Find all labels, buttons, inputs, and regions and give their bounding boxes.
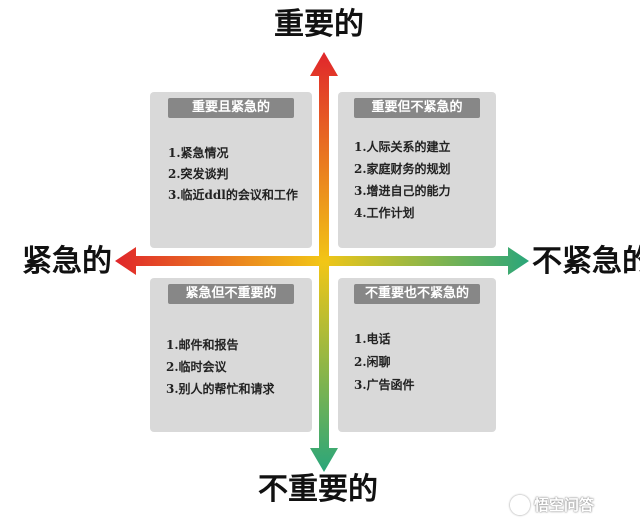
list-item: 2.闲聊 xyxy=(354,355,391,369)
list-item: 1.紧急情况 xyxy=(168,146,229,160)
list-item: 1.邮件和报告 xyxy=(166,338,239,352)
quadrant-item-list: 1.邮件和报告 2.临时会议 3.别人的帮忙和请求 xyxy=(166,336,275,402)
quadrant-title: 紧急但不重要的 xyxy=(168,284,294,304)
list-item: 3.临近ddl的会议和工作 xyxy=(168,188,298,202)
quadrant-important-not-urgent: 重要但不紧急的 1.人际关系的建立 2.家庭财务的规划 3.增进自己的能力 4.… xyxy=(338,92,496,248)
list-item: 2.临时会议 xyxy=(166,360,227,374)
list-item: 4.工作计划 xyxy=(354,206,415,220)
list-item: 3.广告函件 xyxy=(354,378,415,392)
list-item: 2.突发谈判 xyxy=(168,167,229,181)
axis-label-important: 重要的 xyxy=(274,7,364,42)
axis-label-not-urgent: 不紧急的 xyxy=(532,244,640,279)
list-item: 1.电话 xyxy=(354,332,391,346)
quadrant-item-list: 1.电话 2.闲聊 3.广告函件 xyxy=(354,330,415,399)
list-item: 2.家庭财务的规划 xyxy=(354,162,451,176)
quadrant-title: 重要但不紧急的 xyxy=(354,98,480,118)
watermark-text: 悟空问答 xyxy=(534,496,595,514)
vertical-arrow xyxy=(310,52,338,472)
axis-label-not-important: 不重要的 xyxy=(258,472,378,507)
watermark: 悟空问答 xyxy=(510,494,594,515)
quadrant-not-important-not-urgent: 不重要也不紧急的 1.电话 2.闲聊 3.广告函件 xyxy=(338,278,496,432)
axis-label-urgent: 紧急的 xyxy=(22,244,112,279)
list-item: 1.人际关系的建立 xyxy=(354,140,451,154)
list-item: 3.别人的帮忙和请求 xyxy=(166,382,275,396)
quadrant-item-list: 1.人际关系的建立 2.家庭财务的规划 3.增进自己的能力 4.工作计划 xyxy=(354,138,451,226)
wukong-logo-icon xyxy=(510,494,530,515)
quadrant-title: 不重要也不紧急的 xyxy=(354,284,480,304)
quadrant-important-urgent: 重要且紧急的 1.紧急情况 2.突发谈判 3.临近ddl的会议和工作 xyxy=(150,92,312,248)
quadrant-title: 重要且紧急的 xyxy=(168,98,294,118)
list-item: 3.增进自己的能力 xyxy=(354,184,451,198)
quadrant-urgent-not-important: 紧急但不重要的 1.邮件和报告 2.临时会议 3.别人的帮忙和请求 xyxy=(150,278,312,432)
quadrant-item-list: 1.紧急情况 2.突发谈判 3.临近ddl的会议和工作 xyxy=(168,144,298,207)
